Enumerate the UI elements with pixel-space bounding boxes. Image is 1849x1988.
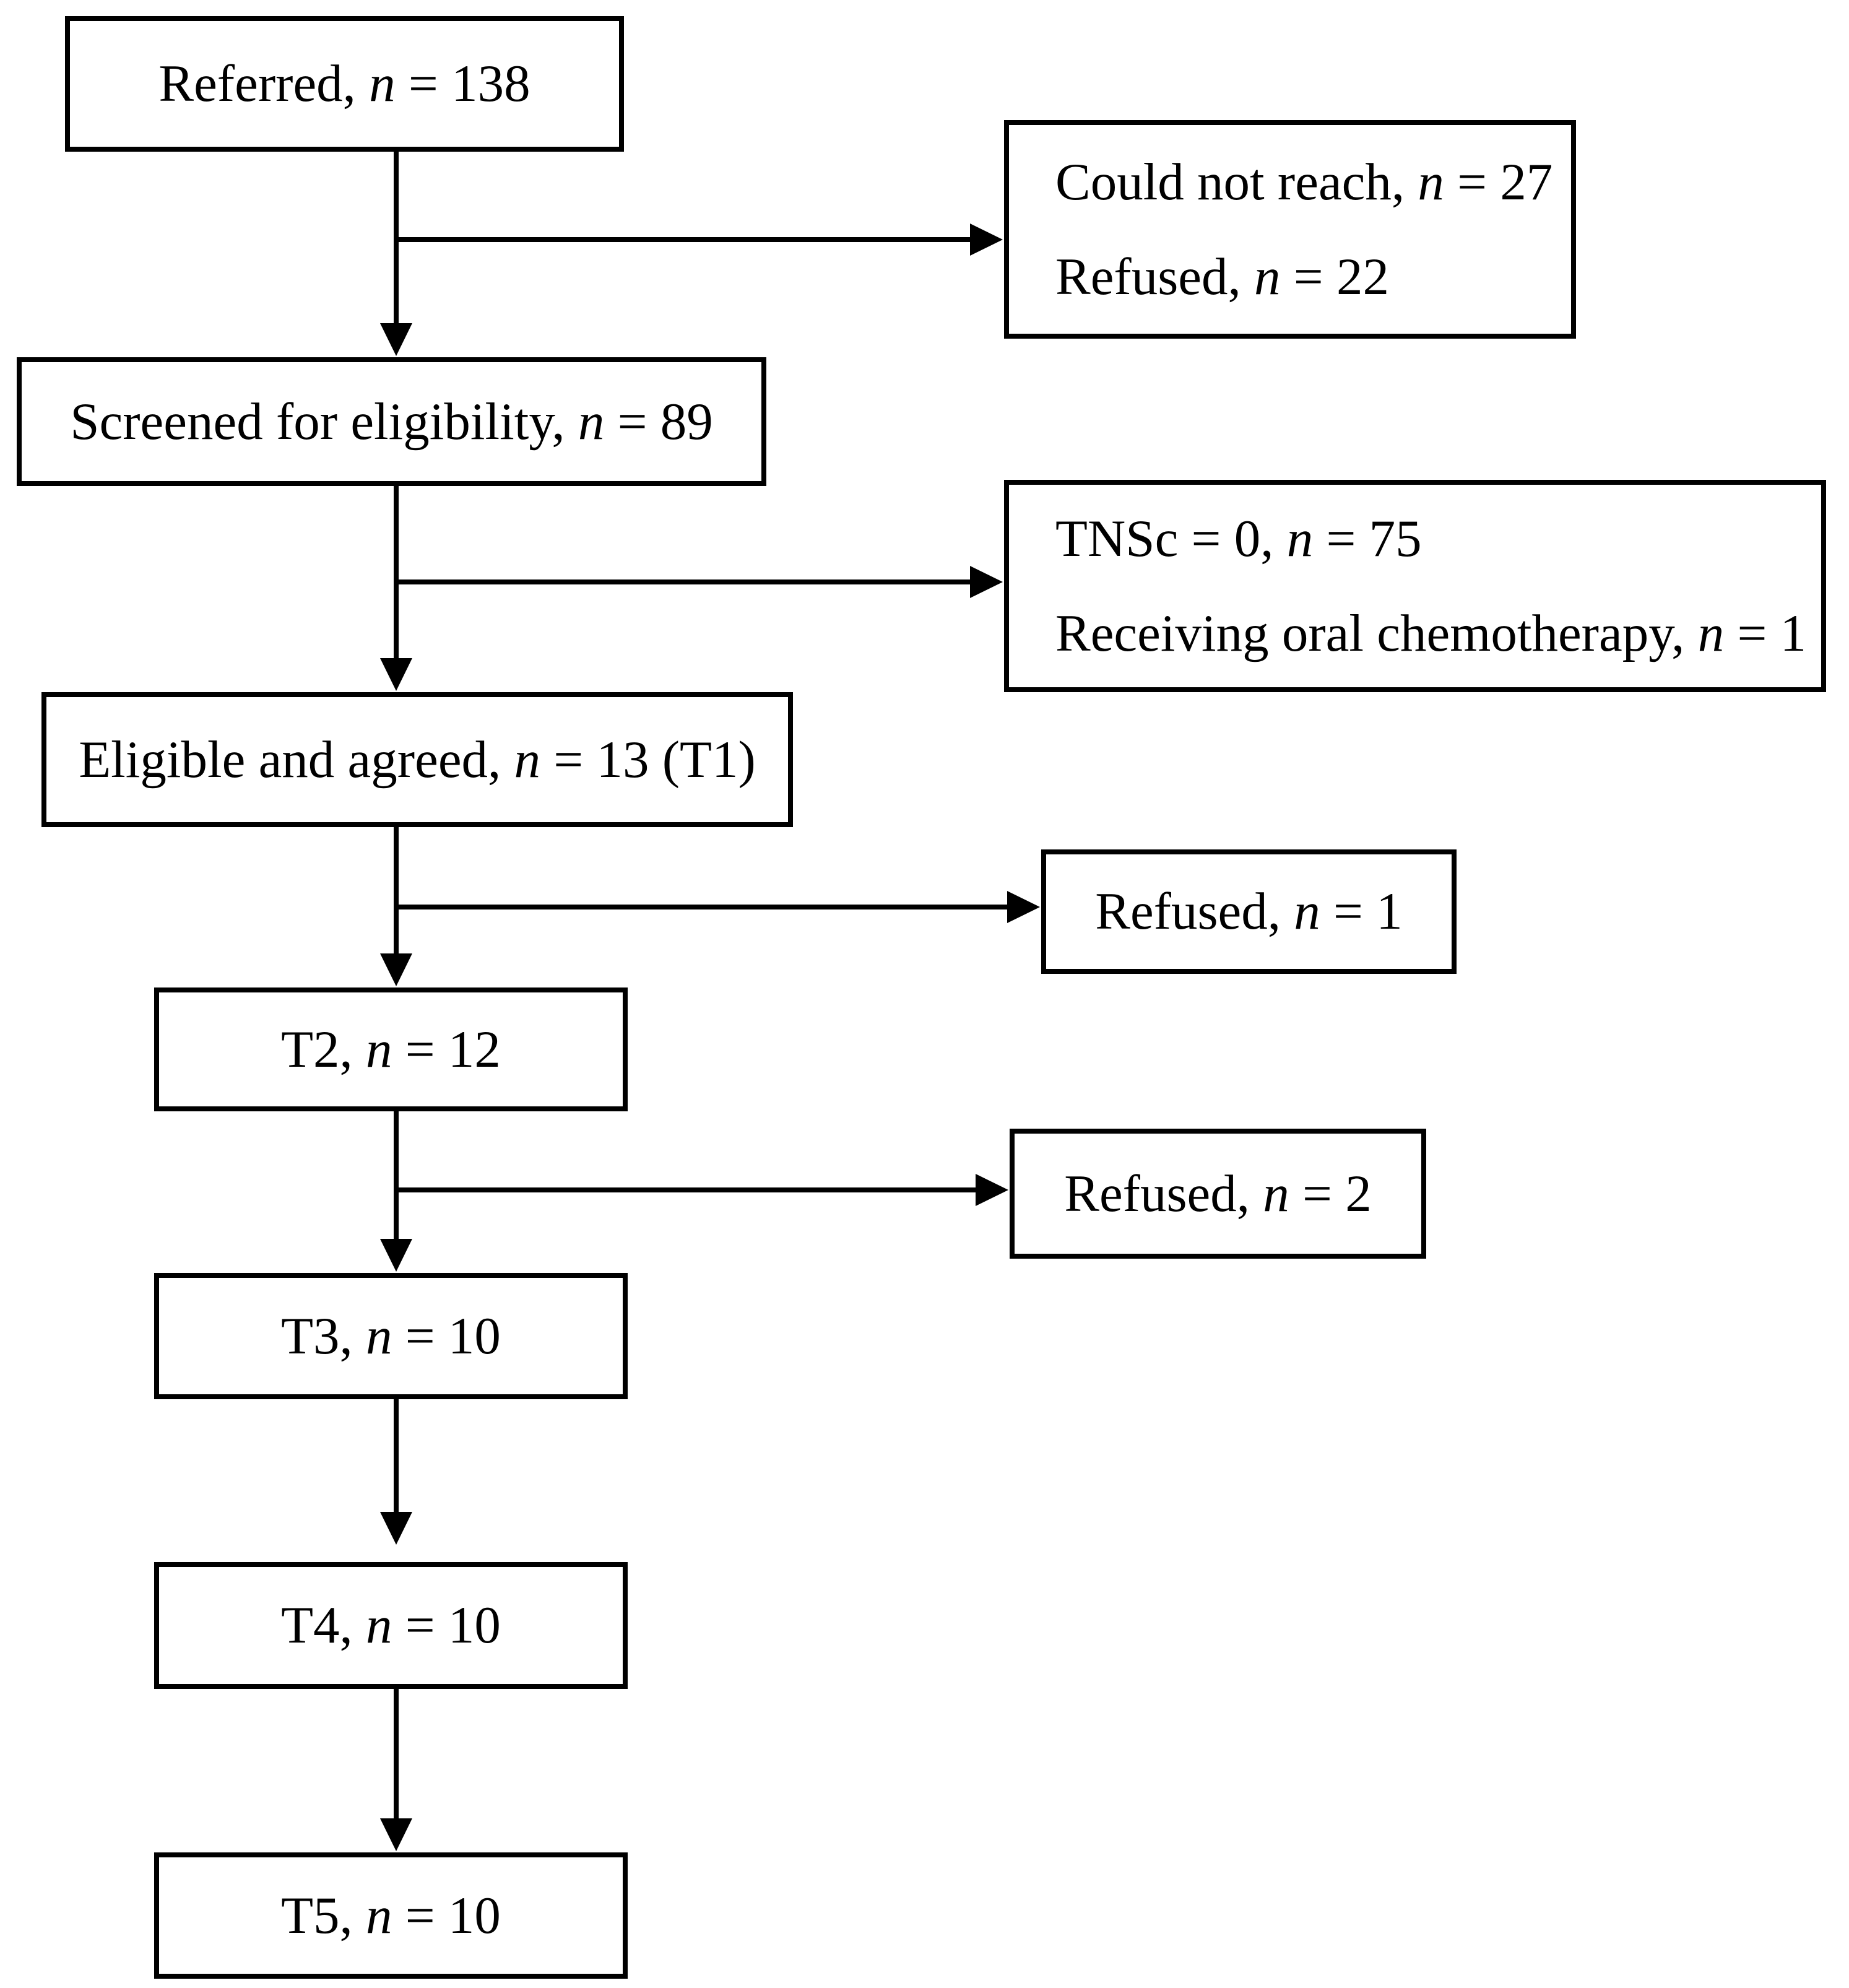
connector-t2-t3 (394, 1111, 399, 1239)
box-t5: T5, n = 10 (154, 1852, 628, 1979)
could-not-reach-label: Could not reach, n = 27 (1055, 152, 1553, 211)
box-t3: T3, n = 10 (154, 1273, 628, 1399)
connector-screened-eligible (394, 486, 399, 658)
refused-1-label: Refused, n = 1 (1095, 882, 1403, 941)
refused-2-label: Refused, n = 2 (1064, 1164, 1372, 1223)
arrowhead-right-icon (970, 566, 1003, 598)
box-t2: T2, n = 12 (154, 987, 628, 1111)
oral-chemo-label: Receiving oral chemotherapy, n = 1 (1055, 604, 1807, 662)
arrowhead-down-icon (380, 1512, 412, 1545)
arrowhead-right-icon (970, 224, 1003, 256)
refused-22-label: Refused, n = 22 (1055, 247, 1389, 306)
arrowhead-right-icon (976, 1174, 1008, 1206)
box-eligible: Eligible and agreed, n = 13 (T1) (41, 692, 793, 827)
arrowhead-down-icon (380, 1239, 412, 1272)
branch-refused-1 (394, 905, 1007, 909)
arrowhead-right-icon (1007, 891, 1040, 923)
connector-t3-t4 (394, 1399, 399, 1512)
connector-t4-t5 (394, 1689, 399, 1818)
box-t4: T4, n = 10 (154, 1562, 628, 1689)
arrowhead-down-icon (380, 1818, 412, 1851)
arrowhead-down-icon (380, 953, 412, 986)
box-exclusions-2: TNSc = 0, n = 75 Receiving oral chemothe… (1004, 480, 1826, 692)
branch-exclusions-2 (394, 579, 970, 584)
box-refused-1: Refused, n = 1 (1041, 849, 1457, 974)
arrowhead-down-icon (380, 658, 412, 691)
branch-refused-2 (394, 1187, 976, 1192)
box-exclusions-1: Could not reach, n = 27 Refused, n = 22 (1004, 120, 1576, 339)
tnsc-label: TNSc = 0, n = 75 (1055, 509, 1422, 568)
box-t3-label: T3, n = 10 (281, 1306, 501, 1365)
box-refused-2: Refused, n = 2 (1010, 1129, 1426, 1259)
box-t5-label: T5, n = 10 (281, 1886, 501, 1945)
branch-exclusions-1 (394, 237, 970, 242)
box-eligible-label: Eligible and agreed, n = 13 (T1) (79, 730, 756, 789)
box-referred-label: Referred, n = 138 (158, 54, 530, 113)
box-t2-label: T2, n = 12 (281, 1020, 501, 1079)
box-screened: Screened for eligibility, n = 89 (17, 357, 766, 486)
box-referred: Referred, n = 138 (65, 16, 624, 152)
connector-eligible-t2 (394, 827, 399, 953)
arrowhead-down-icon (380, 323, 412, 356)
box-t4-label: T4, n = 10 (281, 1596, 501, 1655)
box-screened-label: Screened for eligibility, n = 89 (70, 392, 713, 451)
